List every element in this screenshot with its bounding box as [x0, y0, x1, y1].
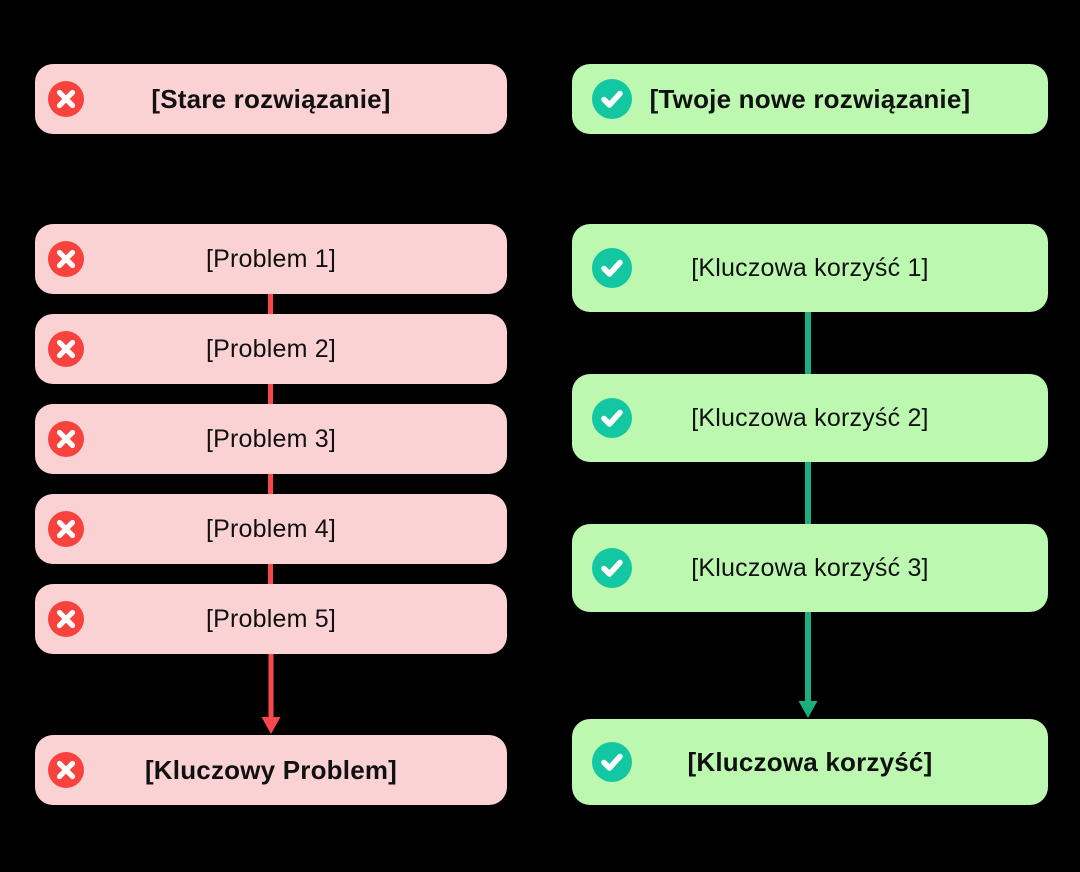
benefit-label: [Kluczowa korzyść 3] [691, 553, 929, 582]
new-solution-title: [Twoje nowe rozwiązanie] [649, 83, 971, 114]
x-icon [48, 601, 84, 637]
problem-box-3: [Problem 3] [35, 404, 507, 474]
problem-box-4: [Problem 4] [35, 494, 507, 564]
problem-label: [Problem 4] [205, 514, 337, 543]
old-solution-header: [Stare rozwiązanie] [35, 64, 507, 134]
x-icon [48, 511, 84, 547]
key-problem-label: [Kluczowy Problem] [144, 754, 398, 785]
x-icon [48, 81, 84, 117]
old-connector-4 [268, 564, 273, 584]
new-connector-2 [805, 462, 811, 524]
key-benefit-label: [Kluczowa korzyść] [687, 746, 933, 777]
problem-label: [Problem 2] [205, 334, 337, 363]
check-icon [592, 248, 632, 288]
check-icon [592, 398, 632, 438]
old-key-problem-box: [Kluczowy Problem] [35, 735, 507, 805]
benefit-label: [Kluczowa korzyść 2] [691, 403, 929, 432]
old-connector-3 [268, 474, 273, 494]
problem-box-5: [Problem 5] [35, 584, 507, 654]
problem-box-1: [Problem 1] [35, 224, 507, 294]
problem-box-2: [Problem 2] [35, 314, 507, 384]
x-icon [48, 421, 84, 457]
old-connector-2 [268, 384, 273, 404]
red-arrow-down-icon [261, 654, 281, 734]
x-icon [48, 241, 84, 277]
check-icon [592, 742, 632, 782]
problem-label: [Problem 3] [205, 424, 337, 453]
problem-label: [Problem 5] [205, 604, 337, 633]
x-icon [48, 331, 84, 367]
new-key-benefit-box: [Kluczowa korzyść] [572, 719, 1048, 805]
benefit-box-1: [Kluczowa korzyść 1] [572, 224, 1048, 312]
check-icon [592, 79, 632, 119]
new-solution-header: [Twoje nowe rozwiązanie] [572, 64, 1048, 134]
benefit-label: [Kluczowa korzyść 1] [691, 253, 929, 282]
green-arrow-down-icon [798, 612, 818, 718]
x-icon [48, 752, 84, 788]
new-connector-1 [805, 312, 811, 374]
old-solution-title: [Stare rozwiązanie] [151, 83, 391, 114]
problem-label: [Problem 1] [205, 244, 337, 273]
old-connector-1 [268, 294, 273, 314]
check-icon [592, 548, 632, 588]
benefit-box-2: [Kluczowa korzyść 2] [572, 374, 1048, 462]
benefit-box-3: [Kluczowa korzyść 3] [572, 524, 1048, 612]
